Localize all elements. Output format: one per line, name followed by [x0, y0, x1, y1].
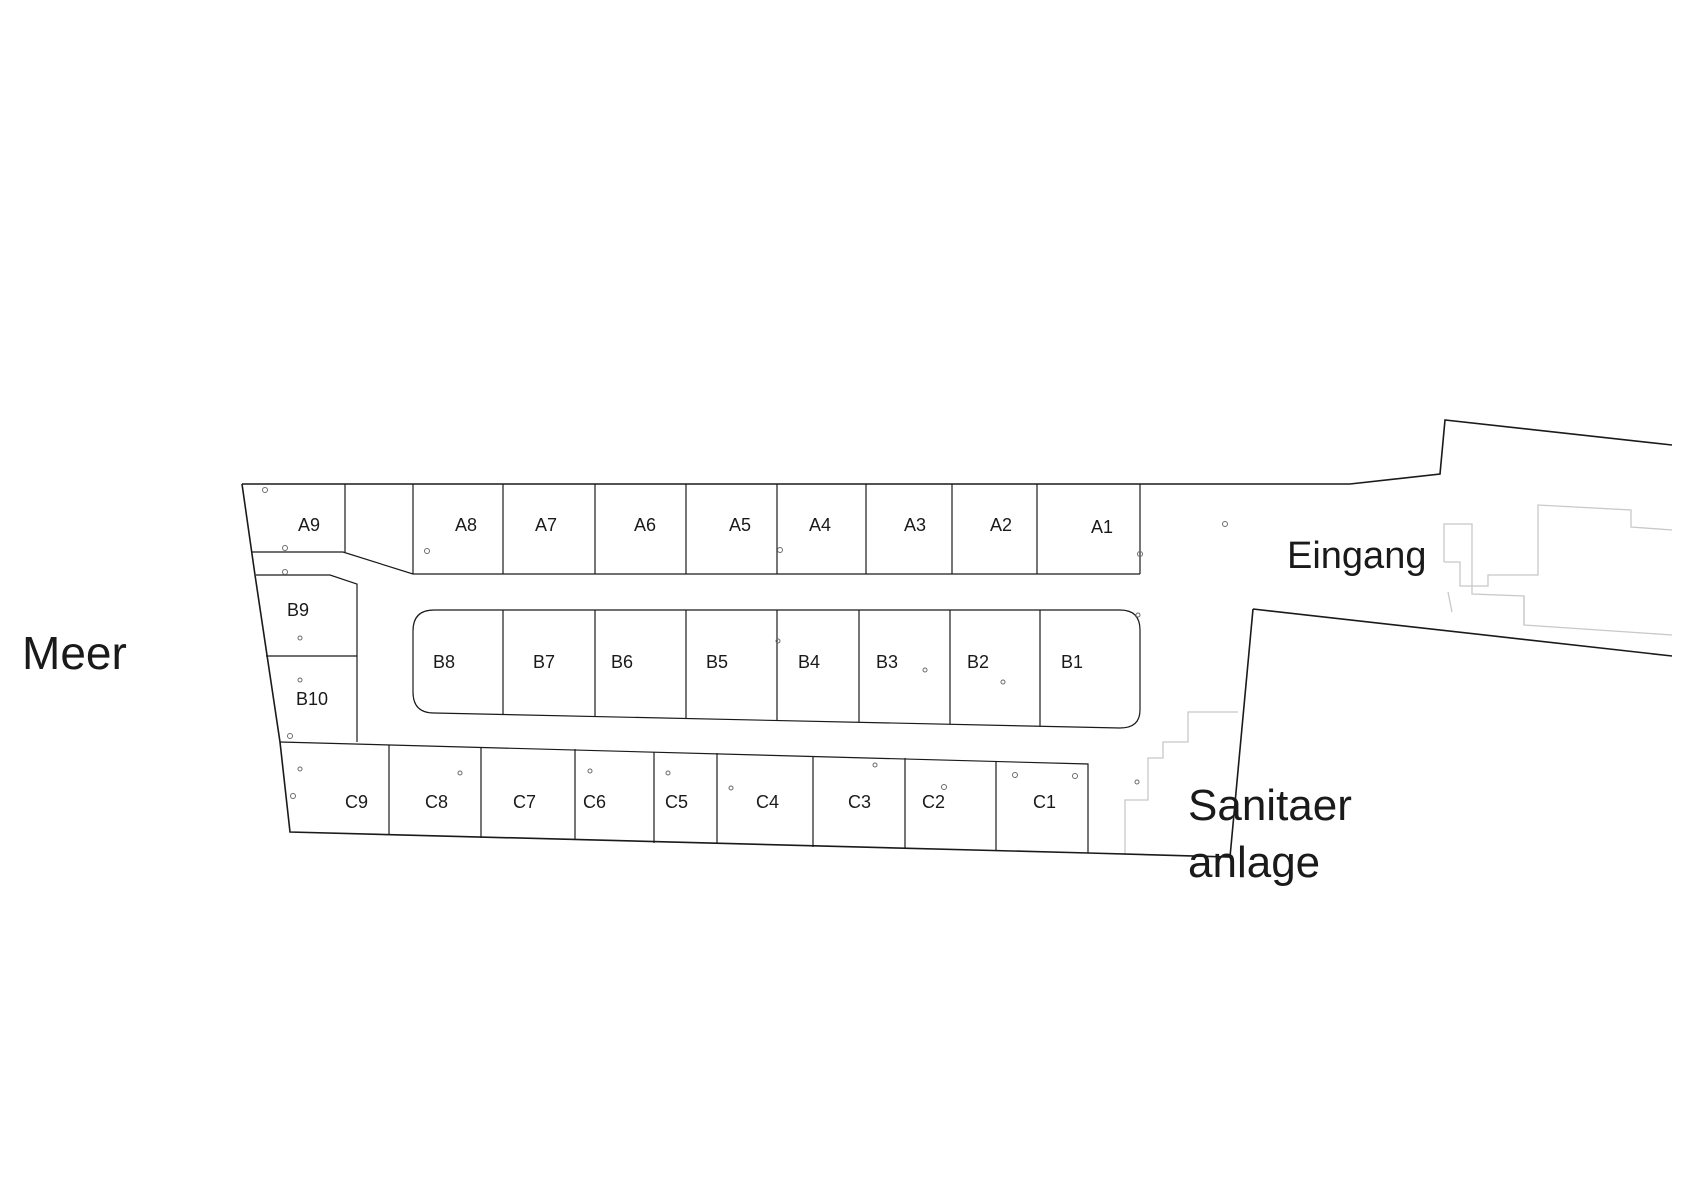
plot-label: A7	[535, 515, 557, 535]
plot-label: A3	[904, 515, 926, 535]
plot-label: B1	[1061, 652, 1083, 672]
plot-label: B7	[533, 652, 555, 672]
plot-label: A8	[455, 515, 477, 535]
lake-label: Meer	[22, 627, 127, 679]
sanitary-label: anlage	[1188, 838, 1320, 887]
entrance-label: Eingang	[1287, 535, 1426, 577]
plot-label: B2	[967, 652, 989, 672]
plot-label: B8	[433, 652, 455, 672]
plot-label: A4	[809, 515, 831, 535]
plot-label: A2	[990, 515, 1012, 535]
plot-label: C9	[345, 792, 368, 812]
row-b-west	[256, 574, 358, 742]
plot-label: A9	[298, 515, 320, 535]
row-c	[279, 741, 1089, 853]
plot-label: B4	[798, 652, 820, 672]
plot-label: B5	[706, 652, 728, 672]
plot-label: A6	[634, 515, 656, 535]
site-boundary	[241, 419, 1673, 858]
plot-label: C1	[1033, 792, 1056, 812]
plot-label: C6	[583, 792, 606, 812]
plot-label: C5	[665, 792, 688, 812]
row-b-island	[412, 609, 1141, 729]
building-outline	[1124, 504, 1673, 855]
plot-label: A1	[1091, 517, 1113, 537]
row-a	[252, 484, 1141, 575]
plot-label: C3	[848, 792, 871, 812]
plot-label: C8	[425, 792, 448, 812]
plot-label: B6	[611, 652, 633, 672]
plot-label: C4	[756, 792, 779, 812]
plot-label: C7	[513, 792, 536, 812]
plot-label: C2	[922, 792, 945, 812]
plot-label: A5	[729, 515, 751, 535]
plot-label: B3	[876, 652, 898, 672]
plot-label: B10	[296, 689, 328, 709]
survey-markers	[262, 487, 1228, 799]
plot-label: B9	[287, 600, 309, 620]
sanitary-label: Sanitaer	[1188, 781, 1352, 830]
